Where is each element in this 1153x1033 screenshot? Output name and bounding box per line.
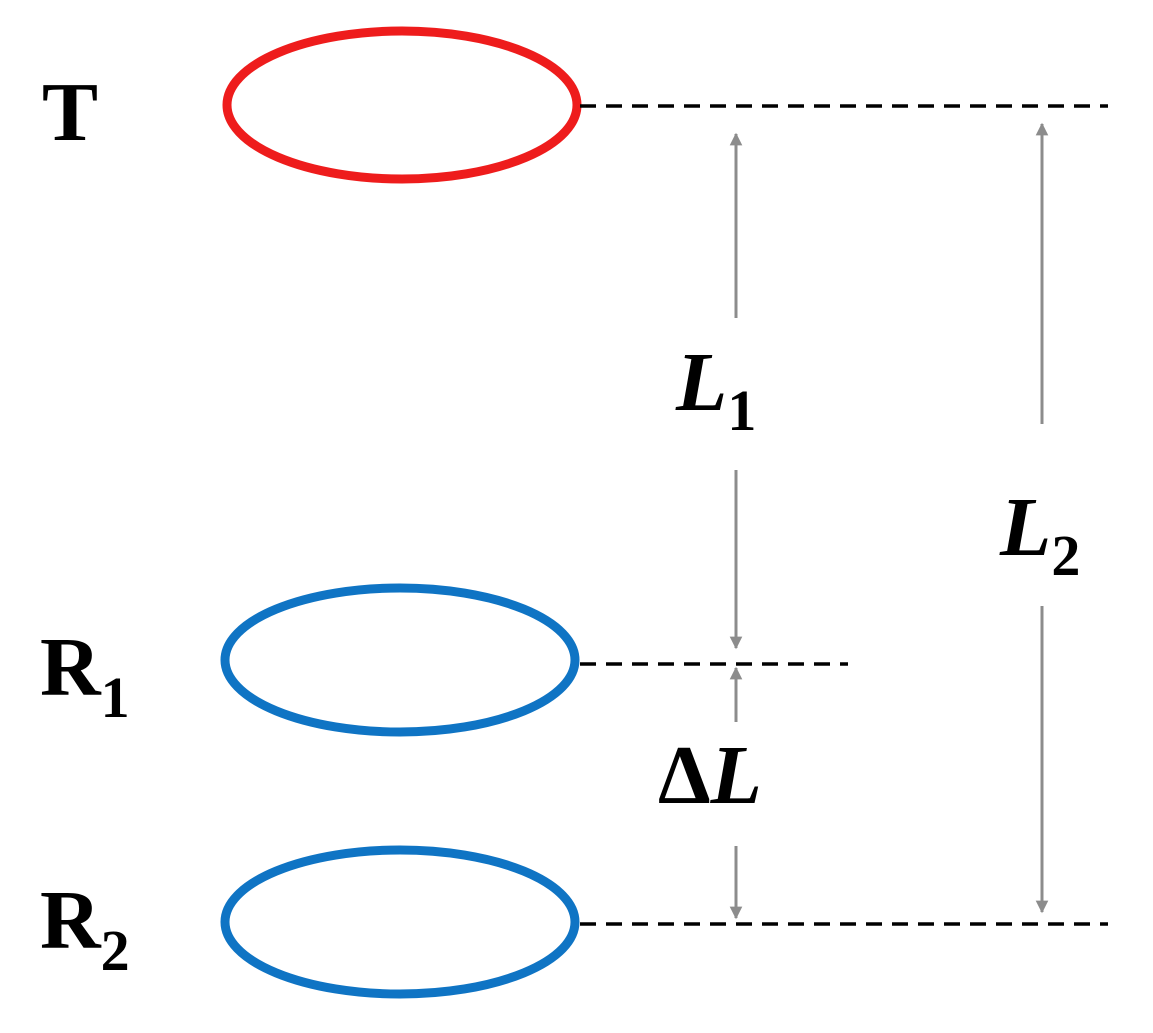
coil-label-r1-letter: R bbox=[40, 621, 102, 714]
dimension-label-l1-subscript: 1 bbox=[727, 378, 756, 443]
coil-label-r1-subscript: 1 bbox=[101, 665, 130, 730]
receiver-coil-1 bbox=[220, 583, 580, 737]
coil-label-r1: R1 bbox=[40, 621, 130, 730]
dimension-label-l2-symbol: L bbox=[999, 481, 1051, 574]
coil-label-r2-letter: R bbox=[40, 874, 102, 967]
dimension-label-delta-l-symbol: L bbox=[710, 729, 762, 822]
coil-label-t: T bbox=[42, 66, 98, 159]
dimension-label-delta-symbol: Δ bbox=[658, 729, 711, 822]
dimension-label-l2-subscript: 2 bbox=[1051, 523, 1080, 588]
dimension-label-delta-l: ΔL bbox=[658, 729, 762, 822]
dimension-label-l2: L2 bbox=[999, 481, 1080, 588]
receiver-coil-2 bbox=[220, 845, 580, 999]
transmitter-coil bbox=[222, 26, 582, 184]
dimension-label-l1: L1 bbox=[675, 336, 756, 443]
dimension-label-l1-symbol: L bbox=[675, 336, 727, 429]
coil-label-r2-subscript: 2 bbox=[101, 918, 130, 983]
coil-label-r2: R2 bbox=[40, 874, 130, 983]
